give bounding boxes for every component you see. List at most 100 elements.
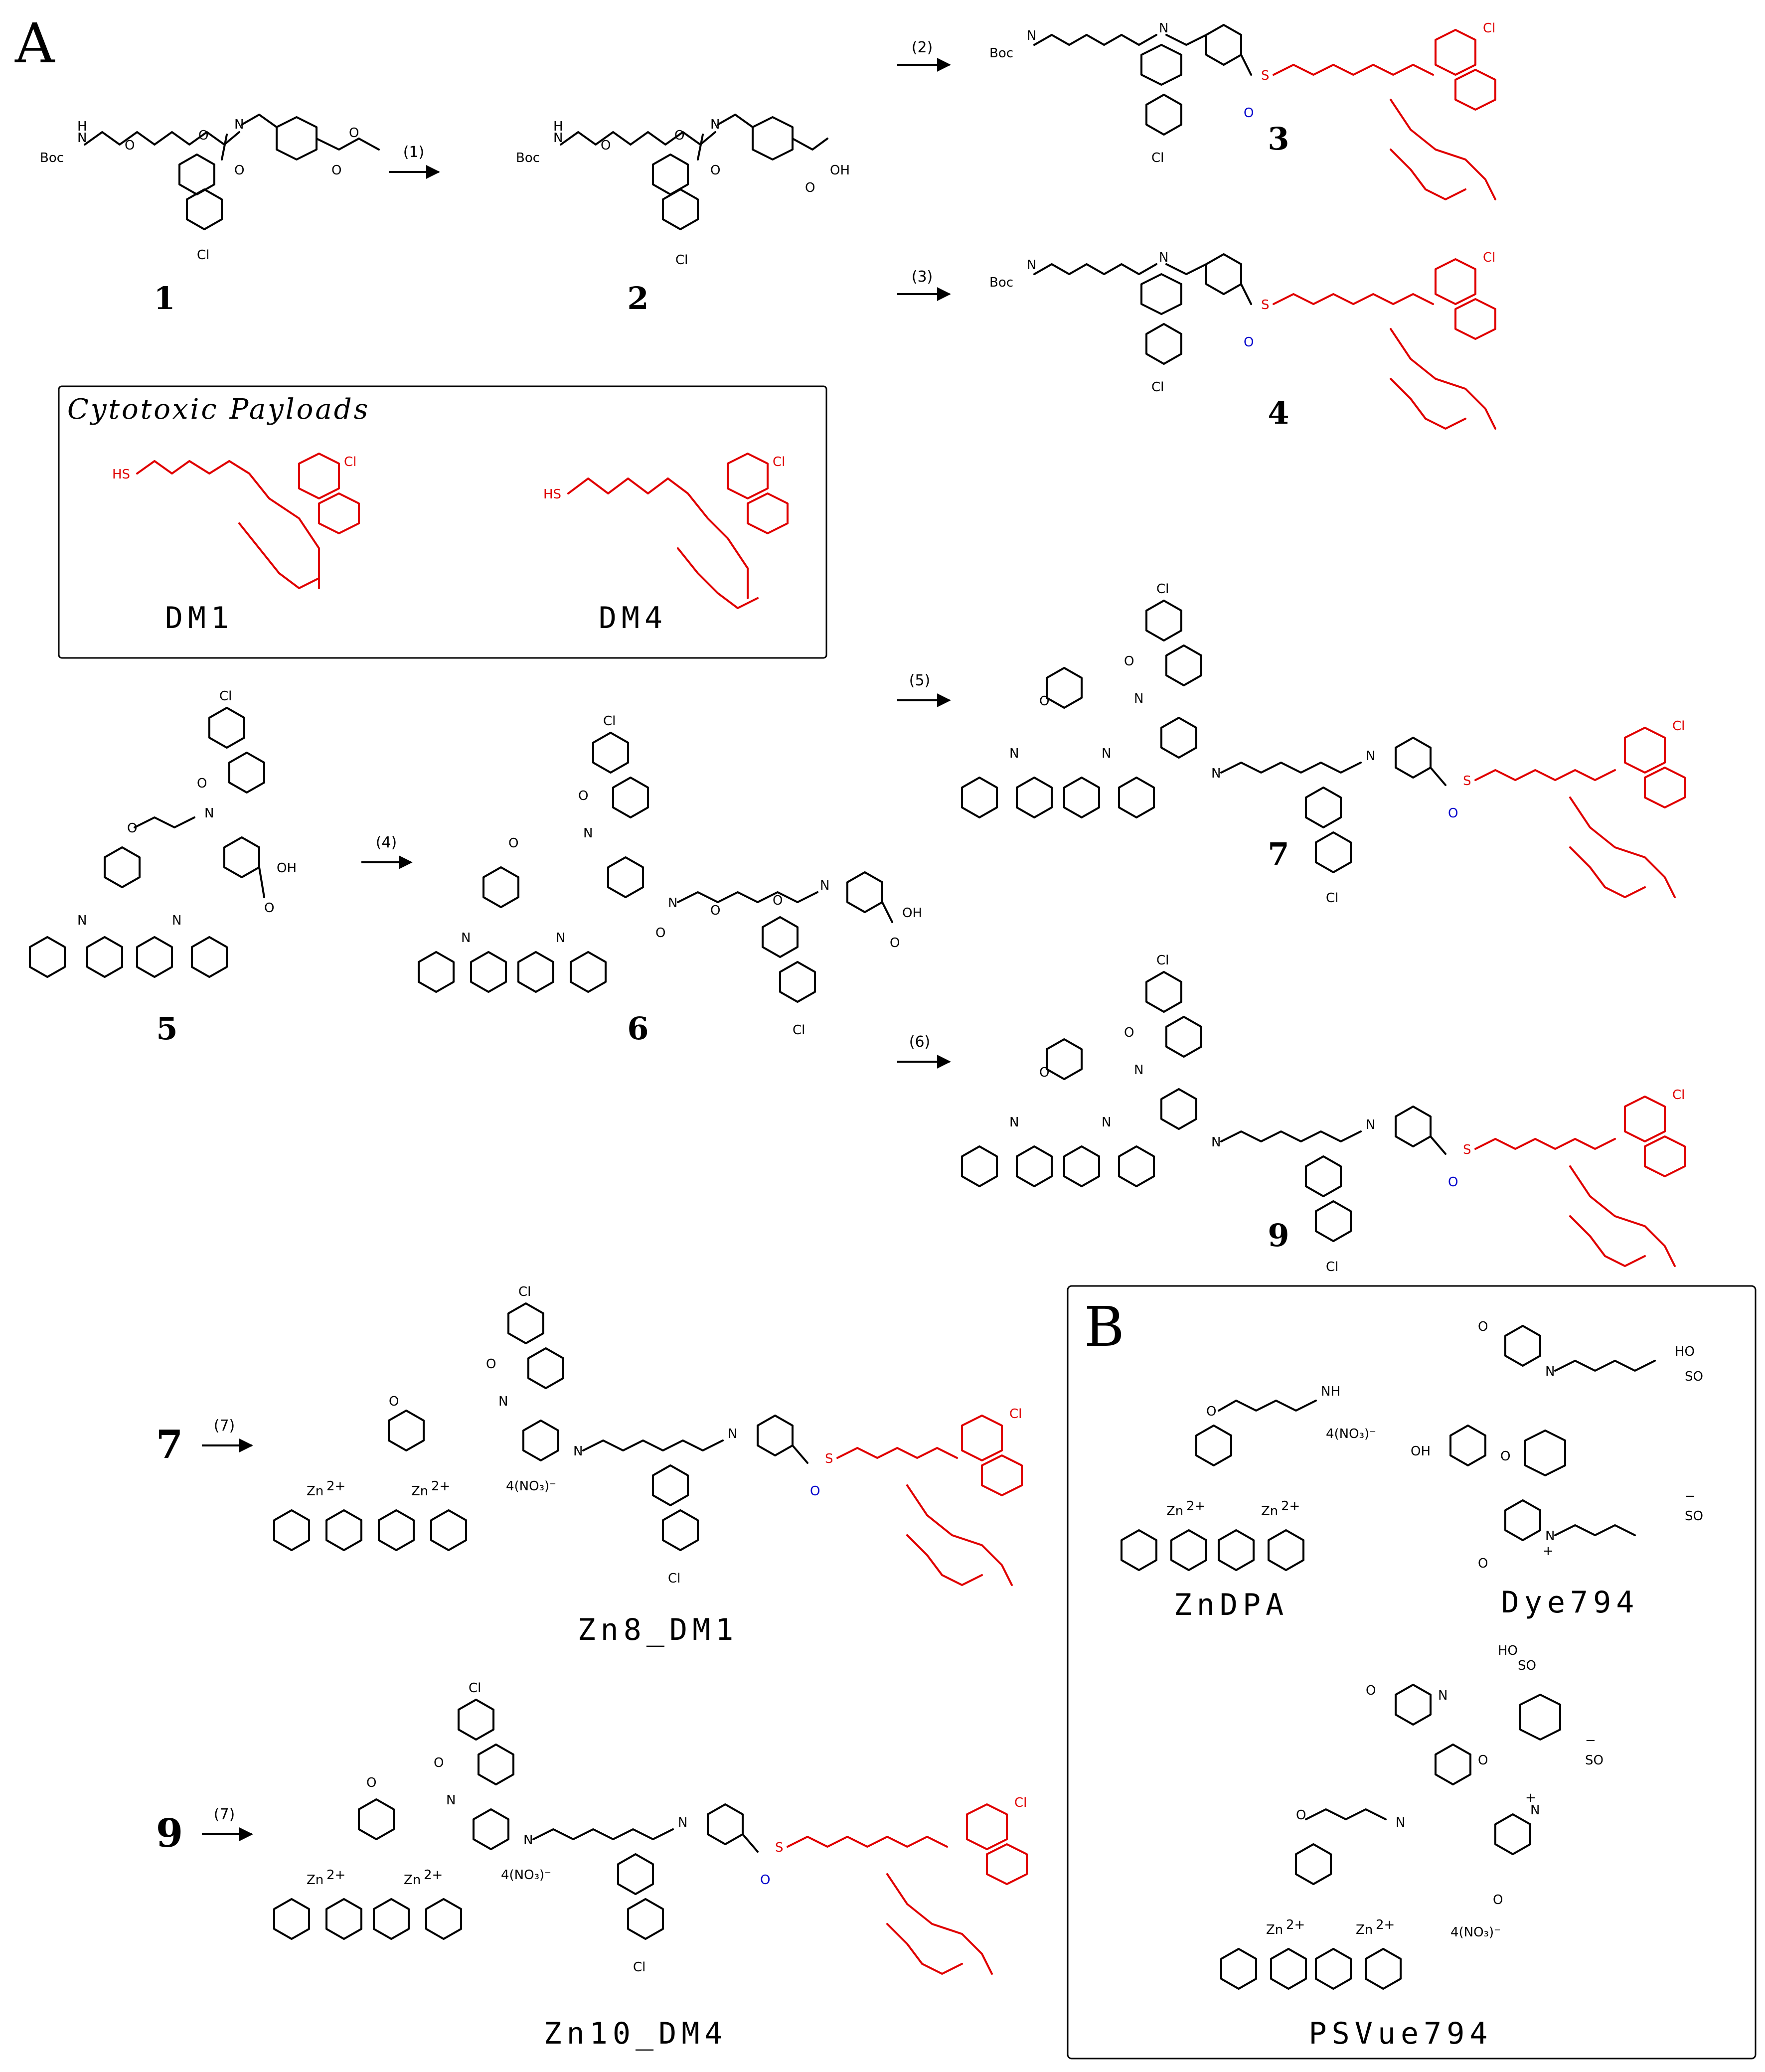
svg-text:N: N (523, 1833, 533, 1848)
svg-text:N: N (583, 826, 593, 841)
svg-text:Cl: Cl (518, 1284, 531, 1299)
step-label-2: (2) (912, 39, 933, 56)
product-label-zn8-dm1: Zn8_DM1 (578, 1612, 739, 1647)
svg-text:O: O (1244, 335, 1254, 350)
compound-label-9: 9 (1268, 1217, 1289, 1254)
psvue794-structure: HO SO O N O N O N + − SO O Zn 2+ Zn 2+ 4… (1220, 1643, 1604, 1990)
compound-7-structure: Cl O N O N N O S Cl Cl N N (961, 582, 1686, 906)
svg-text:+: + (1525, 1790, 1536, 1805)
svg-text:N: N (1545, 1364, 1555, 1379)
step-label-6: (6) (909, 1033, 931, 1051)
svg-text:Cl: Cl (603, 714, 616, 729)
svg-text:SO: SO (1685, 1509, 1703, 1524)
svg-text:N: N (668, 896, 677, 911)
svg-text:N: N (678, 1815, 687, 1830)
compound-label-3: 3 (1268, 121, 1289, 157)
svg-text:O: O (1296, 1808, 1306, 1823)
svg-text:HO: HO (1498, 1643, 1518, 1658)
svg-text:N: N (446, 1793, 456, 1808)
svg-text:O: O (1493, 1893, 1503, 1908)
compound-3-structure: Boc N N O S Cl Cl (989, 21, 1496, 200)
step-label-7b: (7) (214, 1806, 235, 1823)
svg-text:N: N (1366, 749, 1375, 764)
svg-text:HO: HO (1675, 1344, 1695, 1359)
dye794-structure: O N HO SO O OH N + − SO O (1411, 1319, 1703, 1571)
panel-b-label-psvue794: PSVue794 (1309, 2016, 1493, 2051)
svg-text:N: N (820, 878, 829, 893)
svg-text:N: N (1211, 766, 1221, 781)
reactant-label-7: 7 (156, 1422, 183, 1467)
svg-text:N: N (234, 117, 244, 132)
svg-text:Zn: Zn (404, 1873, 421, 1888)
svg-text:Cl: Cl (1151, 151, 1164, 165)
svg-text:OH: OH (1411, 1444, 1431, 1459)
svg-text:Cl: Cl (675, 253, 688, 268)
svg-text:Boc: Boc (516, 151, 540, 165)
svg-text:O: O (760, 1873, 770, 1888)
payload-label-dm1: DM1 (165, 601, 234, 636)
svg-text:S: S (1261, 298, 1270, 313)
svg-text:Boc: Boc (40, 151, 64, 165)
svg-text:N: N (1211, 1135, 1221, 1150)
svg-text:S: S (1463, 1142, 1471, 1157)
svg-text:SO: SO (1518, 1658, 1536, 1673)
compound-label-7: 7 (1268, 836, 1289, 872)
svg-text:Cl: Cl (1672, 1088, 1685, 1103)
compound-9-structure: Cl O N O N N O S Cl Cl N N (961, 953, 1686, 1275)
panel-b-box (1067, 1285, 1757, 2060)
svg-text:N: N (1134, 691, 1143, 706)
svg-text:N: N (1366, 1117, 1375, 1132)
svg-text:Cl: Cl (1483, 21, 1495, 36)
compound-6-structure: Cl O N O O N O O N O OH Cl N N (418, 714, 922, 1038)
svg-text:SO: SO (1585, 1753, 1604, 1768)
compound-label-1: 1 (154, 280, 175, 317)
svg-text:O: O (434, 1755, 444, 1770)
reactant-label-9: 9 (156, 1811, 183, 1856)
svg-text:NH: NH (1321, 1384, 1340, 1399)
svg-text:Zn: Zn (411, 1484, 428, 1499)
compound-label-4: 4 (1268, 395, 1289, 431)
svg-text:N: N (710, 117, 720, 132)
svg-text:O: O (486, 1357, 496, 1372)
svg-text:Cl: Cl (197, 248, 209, 263)
svg-text:Cl: Cl (469, 1681, 481, 1696)
svg-text:Cl: Cl (633, 1960, 645, 1975)
svg-text:O: O (331, 163, 341, 178)
dm1-structure: HS Cl (112, 453, 360, 589)
svg-text:O: O (1124, 654, 1134, 669)
svg-text:O: O (508, 836, 518, 851)
svg-text:O: O (1366, 1683, 1376, 1698)
panel-b-label-dye794: Dye794 (1501, 1585, 1639, 1620)
svg-text:N: N (556, 931, 565, 946)
svg-text:HS: HS (112, 467, 130, 482)
panel-label-b: B (1084, 1295, 1124, 1359)
svg-text:O: O (1124, 1025, 1134, 1040)
svg-text:N: N (77, 913, 87, 928)
svg-text:O: O (710, 903, 720, 918)
svg-text:O: O (674, 128, 684, 143)
zn8-dm1-structure: Cl O N O N N O S Cl Cl Zn 2+ Zn 2+ 4(NO₃… (273, 1284, 1023, 1586)
svg-text:O: O (1448, 806, 1458, 821)
svg-text:O: O (890, 936, 900, 951)
svg-text:N: N (1159, 250, 1168, 265)
svg-text:O: O (1244, 106, 1254, 121)
svg-text:S: S (1463, 774, 1471, 789)
svg-text:O: O (1478, 1556, 1488, 1571)
dm4-structure: HS Cl (543, 453, 789, 609)
svg-text:Zn: Zn (307, 1873, 323, 1888)
svg-text:O: O (810, 1484, 820, 1499)
svg-text:O: O (127, 821, 137, 836)
svg-text:O: O (234, 163, 244, 178)
svg-text:O: O (389, 1394, 399, 1409)
svg-text:N: N (1134, 1063, 1143, 1078)
svg-text:Cl: Cl (793, 1023, 805, 1038)
svg-text:N: N (1027, 258, 1036, 273)
svg-text:−: − (1685, 1489, 1696, 1504)
svg-text:Cl: Cl (1326, 1260, 1338, 1275)
step-label-7a: (7) (214, 1417, 235, 1434)
svg-text:O: O (1448, 1175, 1458, 1190)
svg-text:Boc: Boc (989, 46, 1013, 61)
svg-text:O: O (710, 163, 720, 178)
svg-text:S: S (1261, 68, 1270, 83)
svg-text:Cl: Cl (1326, 891, 1338, 906)
